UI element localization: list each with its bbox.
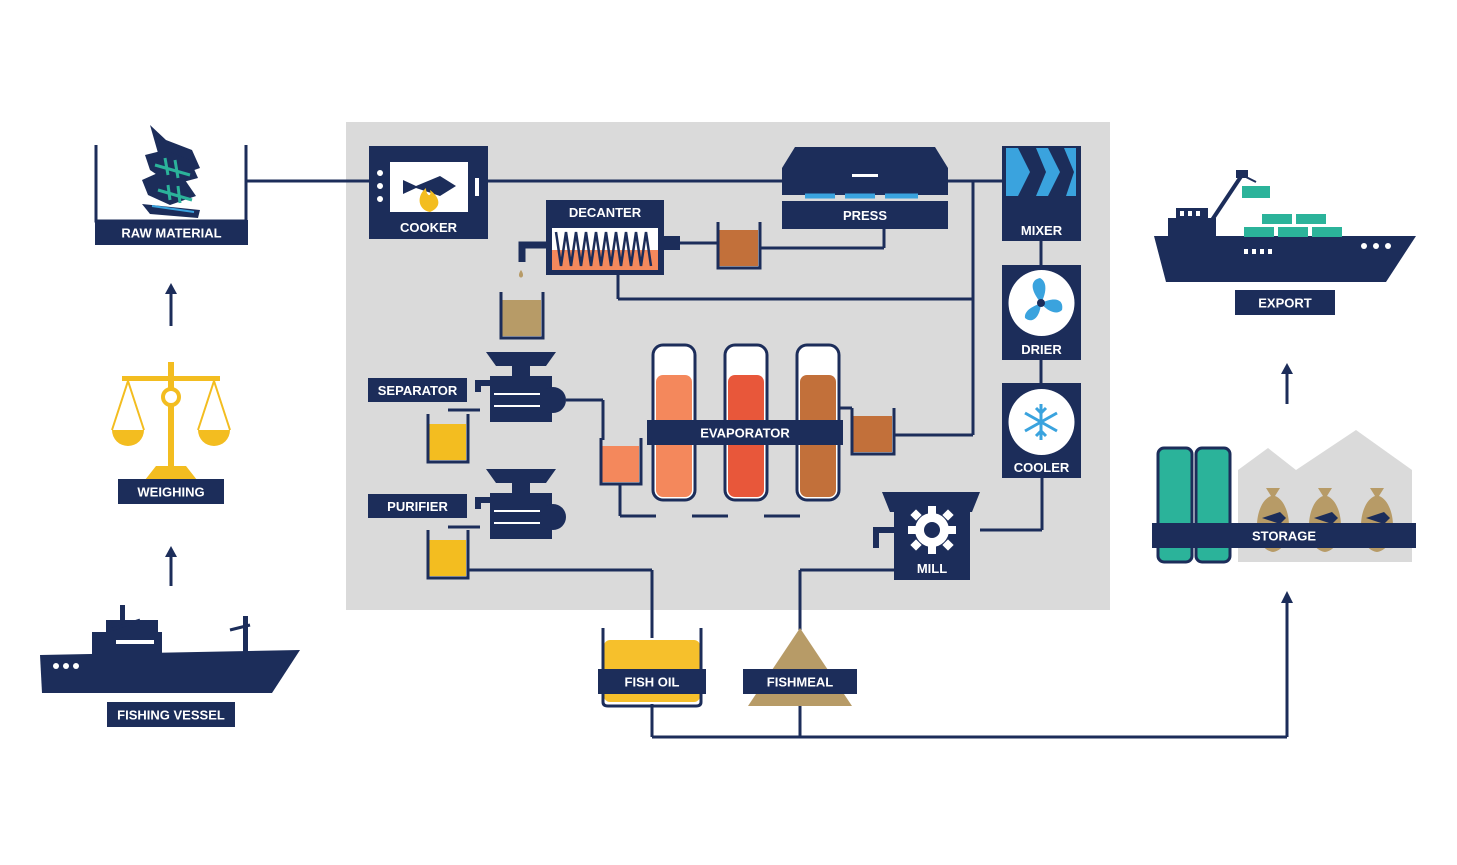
arrow-up-icon xyxy=(165,546,177,586)
liquid-cup xyxy=(716,222,762,270)
mill-label: MILL xyxy=(917,561,947,576)
fishing-vessel-icon xyxy=(40,605,300,693)
press-node: PRESS xyxy=(782,147,948,229)
fishing-vessel-label: FISHING VESSEL xyxy=(117,708,225,723)
liquid-cup xyxy=(426,414,470,464)
storage-node: STORAGE xyxy=(1152,430,1416,564)
arrow-up-icon xyxy=(1281,591,1293,603)
fan-icon xyxy=(1024,278,1063,321)
cargo-ship-icon xyxy=(1154,170,1416,282)
arrow-up-icon xyxy=(165,283,177,326)
pipes xyxy=(247,179,1289,739)
cooker-label: COOKER xyxy=(400,220,458,235)
scale-icon xyxy=(111,362,231,480)
fish-oil-label: FISH OIL xyxy=(625,675,680,690)
weighing-label: WEIGHING xyxy=(137,485,204,500)
cooler-node: COOLER xyxy=(1002,383,1081,478)
flame-icon xyxy=(419,188,439,212)
raw-material-label: RAW MATERIAL xyxy=(121,226,221,241)
drier-node: DRIER xyxy=(1002,265,1081,360)
gear-icon xyxy=(908,506,956,554)
fishing-vessel-node: FISHING VESSEL xyxy=(40,605,300,727)
fishmeal-node: FISHMEAL xyxy=(743,628,857,706)
drier-label: DRIER xyxy=(1021,342,1062,357)
decanter-node: DECANTER xyxy=(518,200,680,278)
evaporator-node: EVAPORATOR xyxy=(599,343,896,502)
fish-bones-icon xyxy=(142,125,200,218)
cooler-label: COOLER xyxy=(1014,460,1070,475)
snowflake-icon xyxy=(1024,404,1058,440)
purifier-node: PURIFIER xyxy=(368,469,566,539)
mixer-node: MIXER xyxy=(1002,146,1081,241)
liquid-cup xyxy=(850,408,896,456)
raw-material-node: RAW MATERIAL xyxy=(94,125,248,245)
press-label: PRESS xyxy=(843,208,887,223)
separator-label: SEPARATOR xyxy=(378,383,458,398)
decanter-label: DECANTER xyxy=(569,205,642,220)
separator-node: SEPARATOR xyxy=(368,352,566,422)
weighing-node: WEIGHING xyxy=(111,362,231,504)
liquid-cup xyxy=(499,292,545,340)
mill-node: MILL xyxy=(873,492,980,580)
arrow-up-icon xyxy=(1281,363,1293,404)
mixer-label: MIXER xyxy=(1021,223,1063,238)
liquid-cup xyxy=(599,438,643,486)
export-node: EXPORT xyxy=(1154,170,1416,315)
export-label: EXPORT xyxy=(1258,296,1312,311)
fish-oil-node: FISH OIL xyxy=(598,628,706,708)
storage-label: STORAGE xyxy=(1252,529,1316,544)
cooker-node: COOKER xyxy=(369,146,488,239)
evaporator-label: EVAPORATOR xyxy=(700,426,790,441)
fishmeal-label: FISHMEAL xyxy=(767,675,834,690)
purifier-label: PURIFIER xyxy=(387,499,448,514)
liquid-cup xyxy=(426,530,470,580)
